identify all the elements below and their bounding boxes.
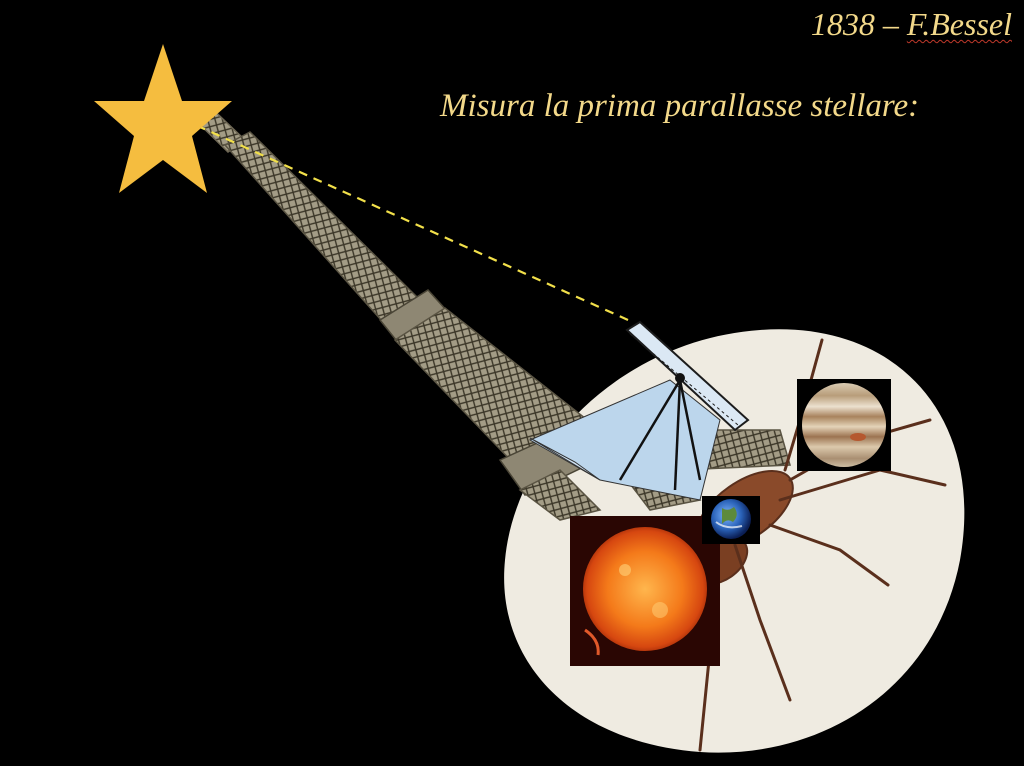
title-name: F.Bessel	[906, 6, 1012, 42]
slide-title: 1838 – F.Bessel	[811, 6, 1012, 43]
earth-photo	[702, 496, 760, 544]
jupiter-photo	[797, 379, 891, 471]
slide-subtitle: Misura la prima parallasse stellare:	[440, 88, 920, 124]
sight-line	[179, 116, 629, 322]
title-year: 1838 –	[810, 6, 899, 42]
telescope-icon	[528, 320, 750, 501]
sun-photo	[570, 516, 720, 666]
star-icon	[94, 44, 232, 193]
